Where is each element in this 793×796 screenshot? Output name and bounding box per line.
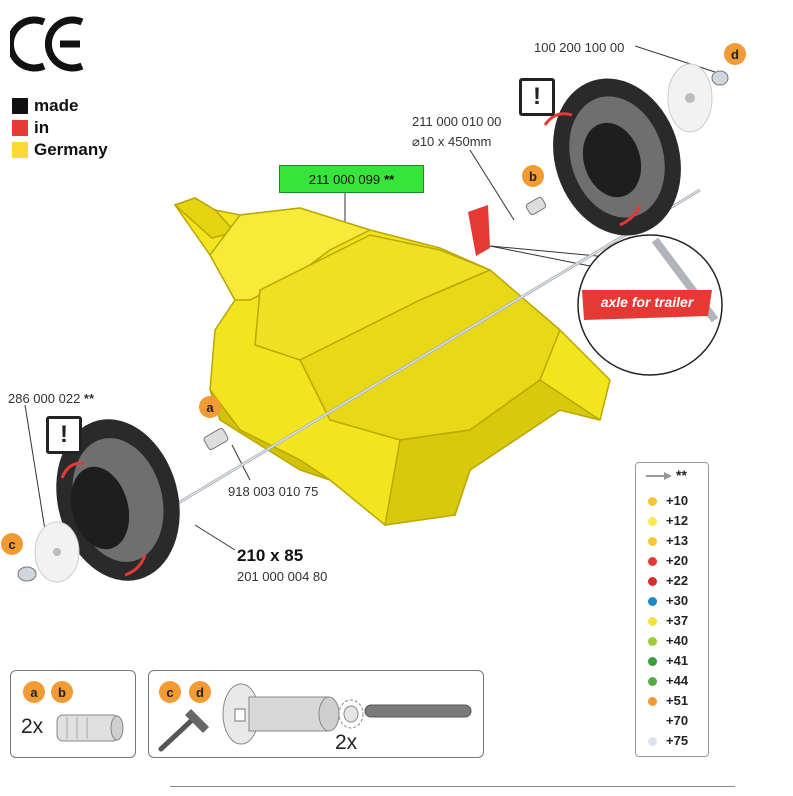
trailer-body-number-box: 211 000 099 ** xyxy=(279,165,424,193)
warning-icon-left: ! xyxy=(46,416,82,454)
legend-arrow-icon xyxy=(646,472,672,480)
axle-tag-red-icon xyxy=(468,205,490,256)
right-hub-cap-icon xyxy=(667,63,729,133)
legend-item: +12 xyxy=(636,511,708,531)
hub-cap-left-number: 286 000 022 xyxy=(8,391,81,406)
legend-item: +30 xyxy=(636,591,708,611)
hub-cap-top-number: 100 200 100 00 xyxy=(534,40,625,55)
leader-spacer xyxy=(231,444,251,481)
leader-axle xyxy=(469,149,515,221)
flag-black-square xyxy=(12,98,28,114)
spacer-number: 918 003 010 75 xyxy=(228,484,319,499)
tire-size: 210 x 85 xyxy=(237,546,304,565)
axle-rod-icon xyxy=(364,704,472,718)
leader-tire xyxy=(194,524,236,551)
trailer-body-number: 211 000 099 xyxy=(308,171,381,187)
axle-tag-label: axle for trailer xyxy=(600,294,694,310)
made-in-row-2: in xyxy=(12,118,49,138)
bottom-divider xyxy=(170,786,735,787)
legend-item: +10 xyxy=(636,491,708,511)
badge-a: a xyxy=(199,396,221,418)
axle-highlight xyxy=(149,189,701,521)
tools-box-spacers: a b 2x xyxy=(10,670,136,758)
made-in-row-1: made xyxy=(12,96,78,116)
hub-cap-assembly-icon xyxy=(222,683,364,745)
box1-quantity: 2x xyxy=(21,715,44,738)
box2-badge-c: c xyxy=(159,681,181,703)
right-tire-icon xyxy=(543,78,681,236)
left-hub-cap-icon xyxy=(17,521,80,583)
germany-label: Germany xyxy=(34,140,108,159)
tire-number: 201 000 004 80 xyxy=(237,569,328,584)
legend-item: +20 xyxy=(636,551,708,571)
warning-icon-right: ! xyxy=(519,78,555,116)
left-tire-icon xyxy=(56,419,180,581)
ce-mark-icon xyxy=(10,16,84,72)
hub-cap-left-mark: ** xyxy=(83,391,95,406)
made-label: made xyxy=(34,96,79,115)
legend-item: +13 xyxy=(636,531,708,551)
hammer-icon xyxy=(158,709,209,752)
legend-item: +37 xyxy=(636,611,708,631)
legend-header: ** xyxy=(676,467,687,483)
box1-badge-b: b xyxy=(51,681,73,703)
flag-red-square xyxy=(12,120,28,136)
badge-c: c xyxy=(1,533,23,555)
leader-hub-cap-top xyxy=(634,45,716,73)
trailer-body-mark: ** xyxy=(384,171,395,187)
right-spacer-icon xyxy=(525,196,547,216)
legend-item: +22 xyxy=(636,571,708,591)
box1-badge-a: a xyxy=(23,681,45,703)
tools-box-hubcaps: c d 2x xyxy=(148,670,484,758)
badge-b: b xyxy=(522,165,544,187)
axle-dimension: ⌀10 x 450mm xyxy=(412,134,492,149)
box2-quantity: 2x xyxy=(335,731,358,754)
in-label: in xyxy=(34,118,50,137)
leader-hub-cap-left xyxy=(24,404,46,531)
box2-badge-d: d xyxy=(189,681,211,703)
color-legend: ** +10 +12 +13 +20 +22 +30 +37 +40 +41 +… xyxy=(635,462,709,757)
hub-cap-left-number-row: 286 000 022 ** xyxy=(8,391,94,406)
legend-item: +70 xyxy=(636,711,708,731)
flag-yellow-square xyxy=(12,142,28,158)
legend-item: +44 xyxy=(636,671,708,691)
made-in-row-3: Germany xyxy=(12,140,108,160)
legend-item: +75 xyxy=(636,731,708,751)
spacer-sleeve-icon xyxy=(56,714,124,742)
legend-item: +41 xyxy=(636,651,708,671)
axle-number: 211 000 010 00 xyxy=(412,114,502,129)
trailer-body xyxy=(173,197,611,526)
legend-item: +51 xyxy=(636,691,708,711)
leader-callout-2 xyxy=(489,245,601,269)
leader-lines xyxy=(24,45,716,551)
legend-item: +40 xyxy=(636,631,708,651)
axle-tag-large-icon xyxy=(582,290,712,320)
left-spacer-icon xyxy=(203,428,229,450)
axle-callout-circle xyxy=(577,234,723,376)
badge-d-top: d xyxy=(724,43,746,65)
